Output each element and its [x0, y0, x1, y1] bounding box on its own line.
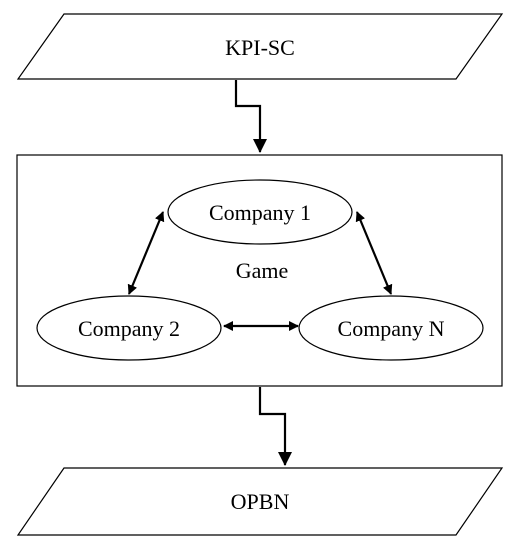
output-node: OPBN: [16, 467, 504, 536]
game-label: Game: [236, 258, 289, 283]
company-2-node: Company 2: [36, 295, 222, 361]
input-parallelogram: [16, 13, 504, 80]
company-1-ellipse: [167, 179, 353, 245]
company-n-ellipse: [298, 295, 484, 361]
company-2-label: Company 2: [78, 316, 180, 341]
input-node: KPI-SC: [16, 13, 504, 80]
company-2-ellipse: [36, 295, 222, 361]
company-n-node: Company N: [298, 295, 484, 361]
output-label: OPBN: [231, 489, 290, 514]
company1-companyN-arrow: [355, 211, 393, 295]
output-parallelogram: [16, 467, 504, 536]
company-1-label: Company 1: [209, 200, 311, 225]
company-n-label: Company N: [338, 316, 445, 341]
company1-company2-arrow: [127, 211, 165, 295]
input-to-game-arrow: [234, 80, 267, 153]
game-to-output-arrow: [258, 387, 292, 466]
company-1-node: Company 1: [167, 179, 353, 245]
input-label: KPI-SC: [225, 35, 295, 60]
